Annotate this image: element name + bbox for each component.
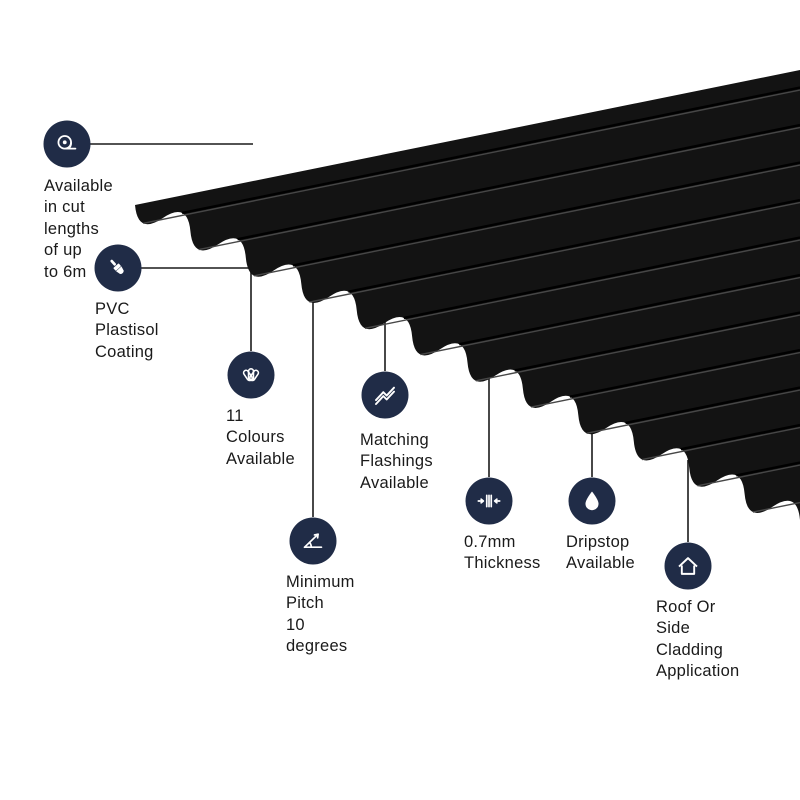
feature-badge	[465, 477, 513, 525]
feature-label: Matching Flashings Available	[360, 431, 433, 492]
feature-label: PVC Plastisol Coating	[95, 300, 159, 361]
feature-badge	[289, 517, 337, 565]
feature-badge	[227, 351, 275, 399]
feature-label: 11 Colours Available	[226, 407, 295, 468]
pitch-angle-icon	[303, 533, 323, 549]
flashing-icon	[375, 386, 395, 405]
thickness-icon	[477, 494, 501, 508]
callout-connector-lines	[90, 143, 689, 542]
feature-label: Minimum Pitch 10 degrees	[286, 573, 355, 656]
feature-label: 0.7mm Thickness	[464, 533, 541, 573]
corrugation-crest-lines	[143, 89, 800, 513]
feature-badge	[568, 477, 616, 525]
house-icon	[678, 557, 698, 575]
corrugation-trough-lines	[181, 86, 800, 477]
feature-label: Roof Or Side Cladding Application	[656, 598, 740, 681]
feature-badge	[94, 244, 142, 292]
tape-measure-icon	[57, 135, 77, 150]
water-drop-icon	[585, 491, 599, 511]
corrugated-sheet	[135, 70, 800, 520]
feature-label: Dripstop Available	[566, 533, 635, 573]
feature-badge	[43, 120, 91, 168]
feature-label: Available in cut lengths of up to 6m	[44, 177, 113, 281]
feature-badge	[361, 371, 409, 419]
colour-fan-icon	[242, 368, 260, 382]
paint-brush-icon	[110, 259, 124, 275]
feature-badge	[664, 542, 712, 590]
